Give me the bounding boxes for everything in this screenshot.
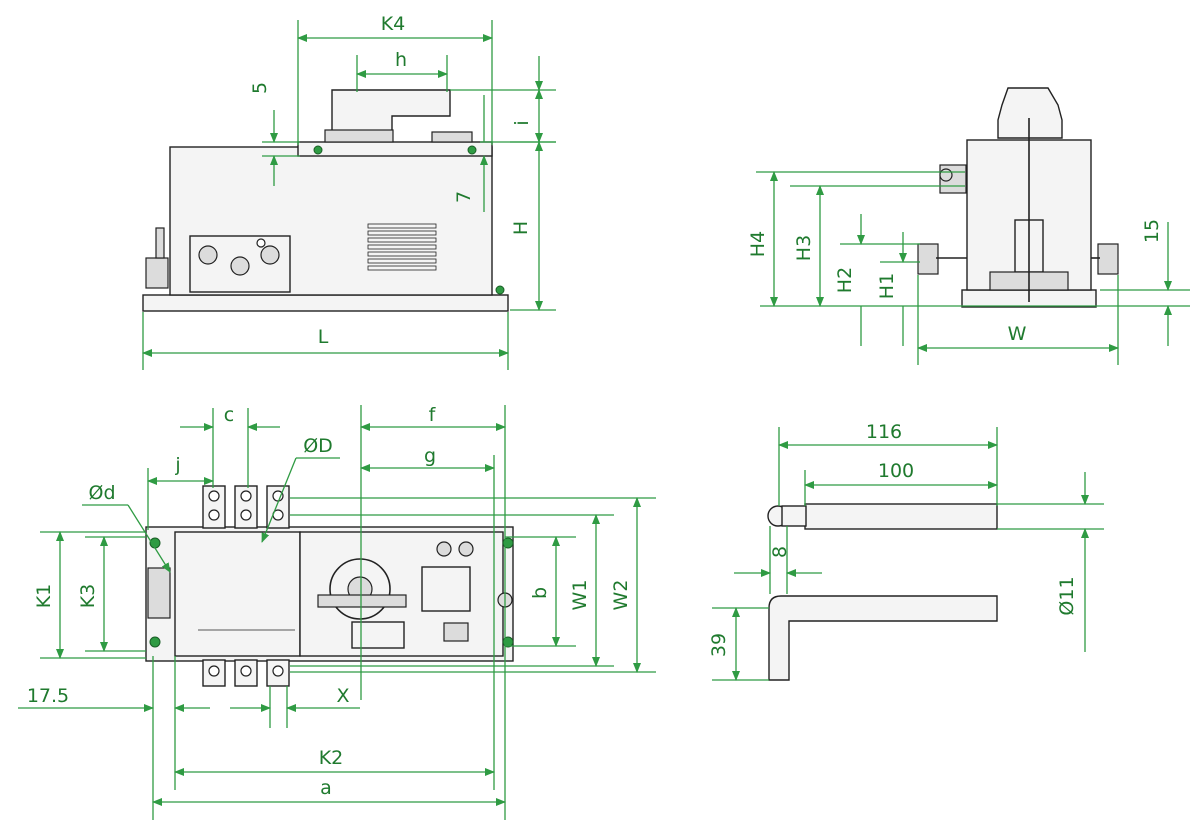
front-view: K4 h 5 i 7 H L [142, 13, 556, 370]
dim-15: 15 [1141, 219, 1163, 243]
dim-8: 8 [769, 546, 791, 558]
dim-a: a [320, 777, 332, 799]
dim-Od: Ød [88, 482, 115, 504]
top-view: c f ØD j g Ød K1 K3 b W1 W2 17.5 X K2 a [18, 404, 656, 820]
dim-39: 39 [708, 633, 730, 657]
dim-f: f [429, 404, 437, 426]
dim-H4: H4 [747, 231, 769, 257]
dim-j: j [174, 454, 180, 476]
dim-h-small: h [395, 49, 407, 71]
dim-W2: W2 [610, 580, 632, 611]
dim-g: g [424, 445, 436, 467]
dim-H2: H2 [834, 267, 856, 293]
dim-K2: K2 [319, 747, 344, 769]
dim-OD: ØD [303, 435, 333, 457]
dim-k4: K4 [381, 13, 406, 35]
vent-slots [367, 223, 437, 271]
dim-H1: H1 [876, 273, 898, 299]
dim-H: H [510, 221, 532, 235]
dim-17-5: 17.5 [27, 685, 69, 707]
dim-c: c [224, 404, 234, 426]
side-view: H4 H3 H2 H1 15 W [747, 87, 1190, 365]
dim-H3: H3 [793, 235, 815, 261]
dim-b: b [529, 587, 551, 599]
dim-X: X [336, 685, 349, 707]
dim-O11: Ø11 [1056, 576, 1078, 615]
dim-W1: W1 [569, 580, 591, 611]
dim-100: 100 [878, 460, 914, 482]
dim-K1: K1 [33, 584, 55, 609]
dim-i: i [511, 120, 533, 125]
dim-116: 116 [866, 421, 902, 443]
dim-7: 7 [453, 191, 475, 203]
dim-W: W [1008, 323, 1027, 345]
dim-L: L [318, 326, 329, 348]
handle-view: 116 100 8 Ø11 39 [708, 421, 1104, 681]
dim-K3: K3 [77, 584, 99, 609]
dim-5: 5 [249, 82, 271, 94]
